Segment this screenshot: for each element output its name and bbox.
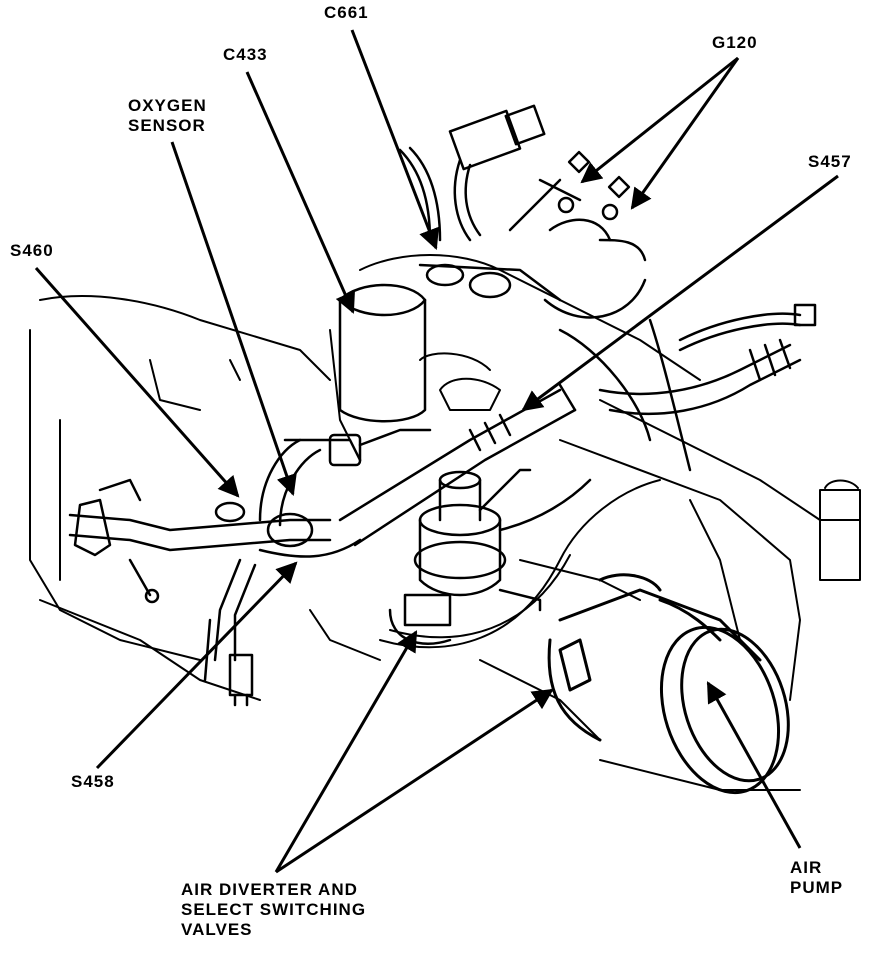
label-valves-line1: AIR DIVERTER AND <box>181 880 358 899</box>
label-oxygen-sensor-line2: SENSOR <box>128 116 206 135</box>
label-s457: S457 <box>808 152 852 172</box>
ground-bolts <box>543 150 647 319</box>
label-air-pump-line2: PUMP <box>790 878 844 897</box>
label-air-pump: AIR PUMP <box>790 858 843 898</box>
label-valves-line3: VALVES <box>181 920 253 939</box>
label-s457-text: S457 <box>808 152 852 171</box>
right-hoses <box>558 303 817 472</box>
label-c433-text: C433 <box>223 45 268 64</box>
label-c433: C433 <box>223 45 268 65</box>
label-air-pump-line1: AIR <box>790 858 823 877</box>
air-diverter-valves <box>388 468 592 645</box>
label-c661: C661 <box>324 3 369 23</box>
leader-arrows <box>34 29 839 874</box>
label-g120-text: G120 <box>712 33 758 52</box>
label-air-diverter-valves: AIR DIVERTER AND SELECT SWITCHING VALVES <box>181 880 366 940</box>
label-s458: S458 <box>71 772 115 792</box>
upper-harness <box>398 104 582 302</box>
label-c661-text: C661 <box>324 3 369 22</box>
cylinder-housing <box>338 283 427 423</box>
vacuum-lines <box>379 479 661 649</box>
label-valves-line2: SELECT SWITCHING <box>181 900 367 919</box>
air-pump <box>547 573 790 795</box>
label-s460-text: S460 <box>10 241 54 260</box>
label-oxygen-sensor-line1: OXYGEN <box>128 96 207 115</box>
label-s458-text: S458 <box>71 772 115 791</box>
label-s460: S460 <box>10 241 54 261</box>
left-harness <box>68 428 432 707</box>
label-g120: G120 <box>712 33 758 53</box>
label-oxygen-sensor: OXYGEN SENSOR <box>128 96 207 136</box>
